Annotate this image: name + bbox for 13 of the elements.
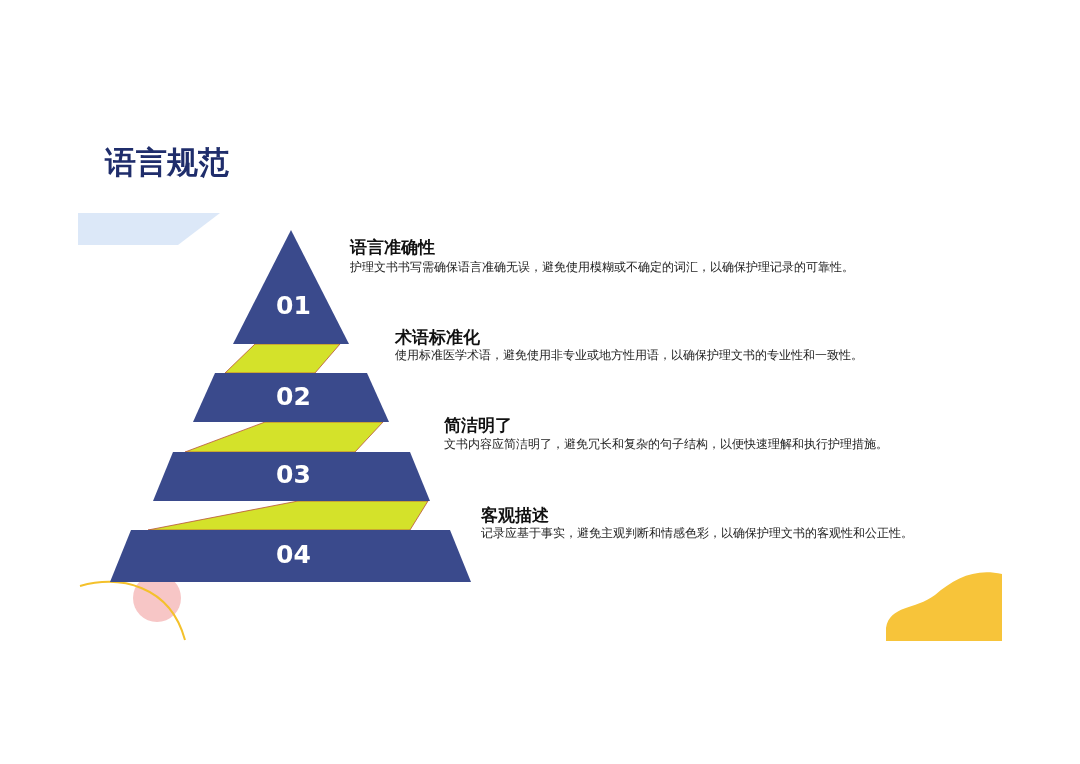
item-description: 记录应基于事实，避免主观判断和情感色彩，以确保护理文书的客观性和公正性。	[481, 525, 913, 541]
item-heading: 客观描述	[481, 505, 549, 525]
item-description: 护理文书书写需确保语言准确无误，避免使用模糊或不确定的词汇，以确保护理记录的可靠性。	[350, 259, 854, 275]
item-heading: 术语标准化	[395, 327, 480, 347]
tier-number: 02	[276, 383, 311, 411]
tier-number: 01	[276, 292, 311, 320]
item-description: 使用标准医学术语，避免使用非专业或地方性用语，以确保护理文书的专业性和一致性。	[395, 347, 863, 363]
item-description: 文书内容应简洁明了，避免冗长和复杂的句子结构，以便快速理解和执行护理措施。	[444, 436, 888, 452]
item-heading: 语言准确性	[350, 237, 435, 257]
title: 语言规范	[105, 143, 229, 182]
tier-number: 04	[276, 541, 311, 569]
item-heading: 简洁明了	[444, 415, 512, 435]
tier-number: 03	[276, 461, 311, 489]
